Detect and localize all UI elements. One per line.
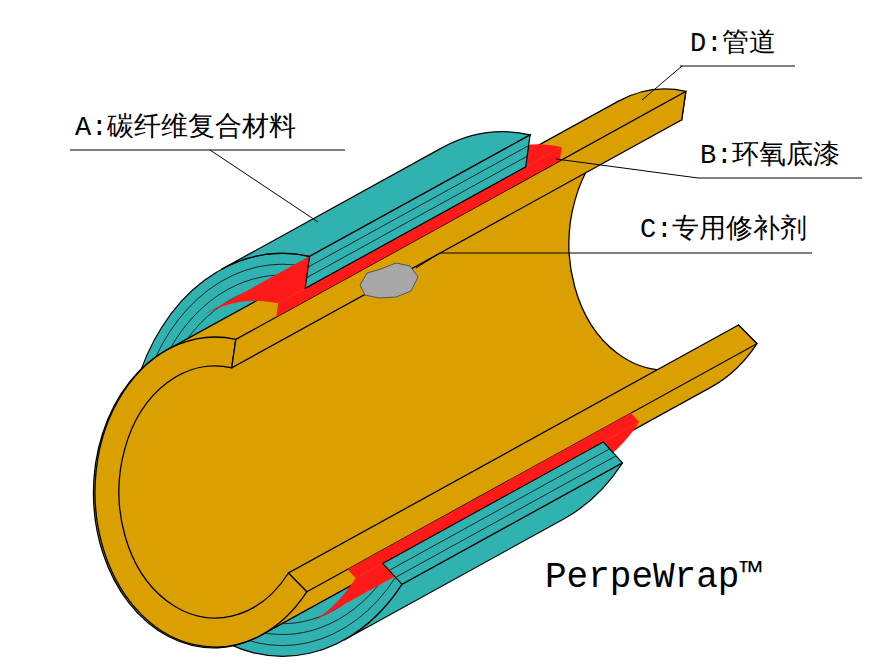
part-label-box: A:碳纤维复合材料 xyxy=(75,112,296,144)
epoxy-cut xyxy=(347,413,639,578)
leader-line xyxy=(416,253,440,268)
wrap-ply-line xyxy=(308,146,528,268)
part-label: A:碳纤维复合材料 xyxy=(75,113,296,143)
part-label-box: B:环氧底漆 xyxy=(700,140,840,172)
part-label: B:环氧底漆 xyxy=(700,141,840,171)
wrap-cut xyxy=(305,135,530,289)
wrap-ply-line xyxy=(389,449,609,571)
epoxy-cut xyxy=(276,147,561,317)
part-label-box: D:管道 xyxy=(690,28,776,60)
brand-label-box: PerpeWrap™ xyxy=(545,556,761,599)
leader-line xyxy=(556,159,698,178)
leader-line xyxy=(698,178,862,179)
pipe-wall-cut xyxy=(289,325,757,592)
part-label: C:专用修补剂 xyxy=(640,215,807,245)
brand-label: PerpeWrap™ xyxy=(545,557,761,598)
part-label: D:管道 xyxy=(690,29,776,59)
pipe-end-face xyxy=(95,337,307,647)
leader-line xyxy=(440,253,812,254)
leader-line xyxy=(70,150,345,151)
leader-line xyxy=(680,66,795,67)
leader-line xyxy=(642,66,682,100)
leader-line xyxy=(210,150,318,222)
repair-compound xyxy=(360,263,418,298)
wrap-ply-line xyxy=(307,156,528,278)
part-label-box: C:专用修补剂 xyxy=(640,214,807,246)
